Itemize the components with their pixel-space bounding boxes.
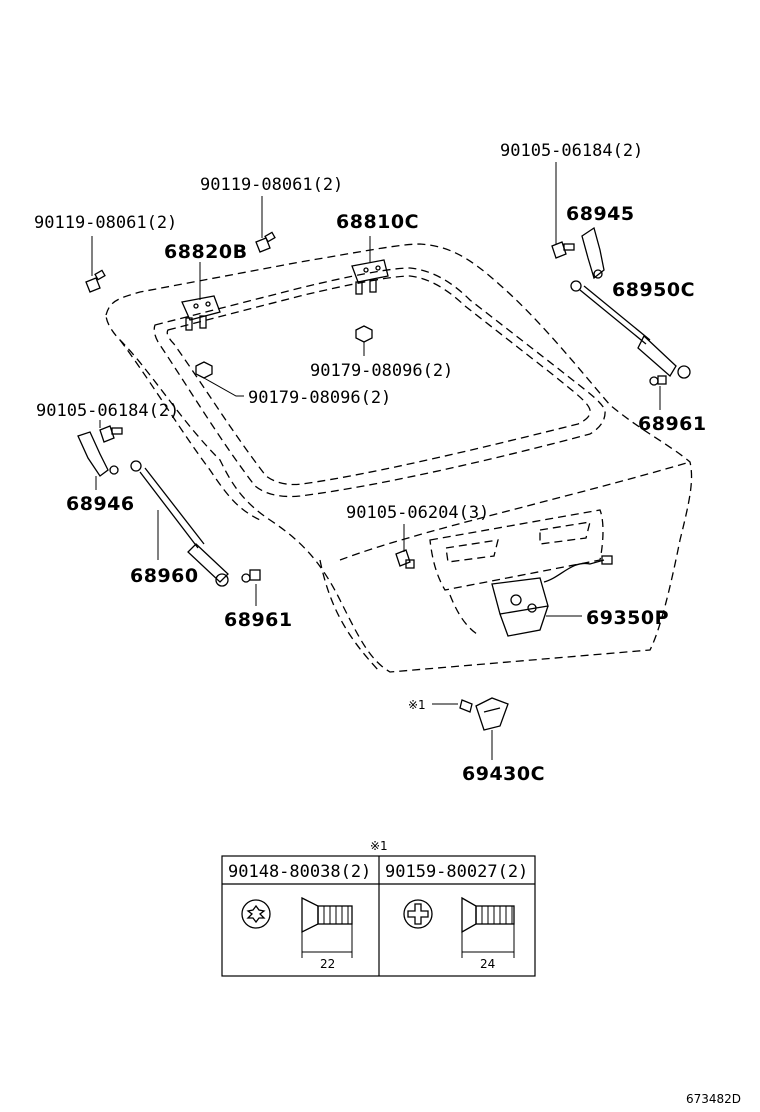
lock-69350p — [491, 555, 613, 637]
screw-note-1 — [459, 699, 473, 713]
striker-69430c — [475, 697, 509, 731]
stud-68961-left — [241, 569, 261, 583]
label-striker-69430c: 69430C — [462, 763, 545, 785]
torx-screw-head-icon — [241, 899, 271, 929]
note-table: ※1 90148-80038(2) 90159-80027(2) 22 — [221, 839, 536, 977]
label-bolt-90119-left: 90119-08061(2) — [34, 213, 177, 233]
bolt-90105-left — [99, 425, 123, 443]
label-bracket-68946: 68946 — [66, 493, 135, 515]
bracket-68945 — [581, 226, 605, 280]
hinge-68820b — [181, 295, 221, 331]
stay-68950c — [570, 280, 691, 379]
dimension-1: 22 — [320, 957, 335, 971]
bolt-90105-right — [551, 241, 575, 259]
label-bolt-90105-lock: 90105-06204(3) — [346, 503, 489, 523]
label-hinge-68810c: 68810C — [336, 211, 419, 233]
note-col-2-part: 90159-80027(2) — [385, 862, 528, 882]
label-stay-68960: 68960 — [130, 565, 199, 587]
label-bracket-68945: 68945 — [566, 203, 635, 225]
label-nut-90179-center: 90179-08096(2) — [310, 361, 453, 381]
hinge-68810c — [351, 259, 389, 295]
bracket-68946 — [77, 431, 119, 477]
leader-lines — [91, 162, 661, 760]
stud-68961-right — [649, 375, 667, 386]
note-table-title: ※1 — [370, 839, 388, 853]
label-bolt-90105-left: 90105-06184(2) — [36, 401, 179, 421]
rear-window-frame — [153, 267, 606, 498]
label-stud-68961-left: 68961 — [224, 609, 293, 631]
back-door-outline — [105, 243, 693, 673]
label-hinge-68820b: 68820B — [164, 241, 248, 263]
phillips-screw-head-icon — [403, 899, 433, 929]
label-stay-68950c: 68950C — [612, 279, 695, 301]
figure-code: 673482D — [686, 1092, 741, 1106]
stay-68960 — [130, 460, 229, 587]
label-bolt-90119-top: 90119-08061(2) — [200, 175, 343, 195]
license-plate-recess — [429, 509, 604, 637]
screw-profile-1 — [301, 896, 353, 958]
nut-90179-left — [195, 361, 213, 379]
nut-90179-center — [355, 325, 373, 343]
bolt-90119-top — [255, 231, 276, 253]
bolt-90119-left — [85, 269, 106, 293]
screw-profile-2 — [461, 896, 515, 958]
label-note-marker: ※1 — [408, 698, 426, 712]
label-lock-69350p: 69350P — [586, 607, 669, 629]
bolt-90105-lock — [395, 549, 415, 569]
dimension-2: 24 — [480, 957, 495, 971]
label-stud-68961-right: 68961 — [638, 413, 707, 435]
label-nut-90179-left: 90179-08096(2) — [248, 388, 391, 408]
note-col-1-part: 90148-80038(2) — [228, 862, 371, 882]
label-bolt-90105-right: 90105-06184(2) — [500, 141, 643, 161]
